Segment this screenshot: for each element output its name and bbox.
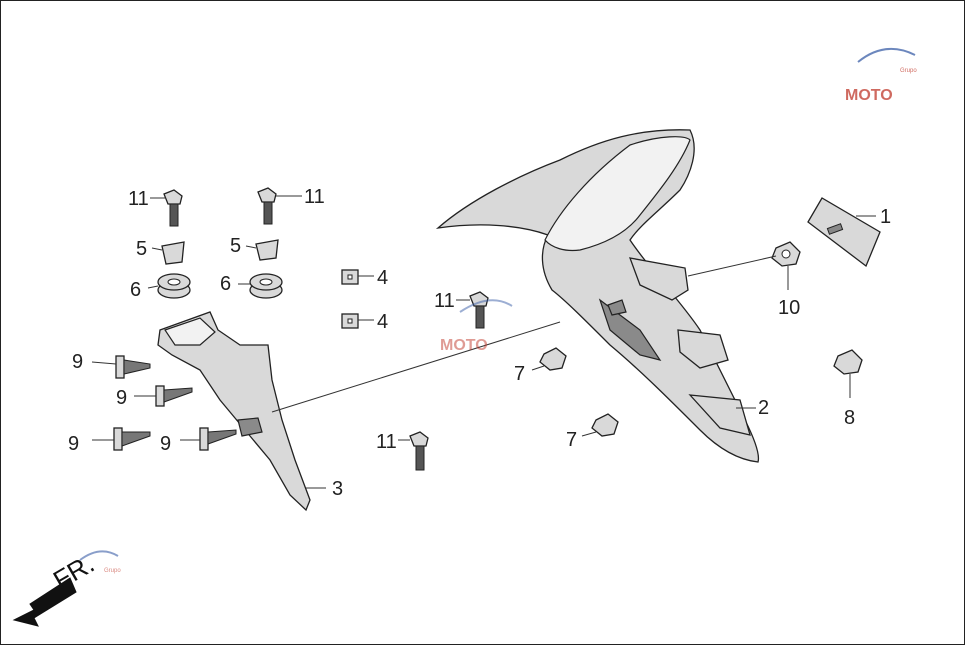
part-11-bolt-a	[163, 189, 183, 227]
callout-3: 3	[332, 478, 343, 500]
callout-4-a: 4	[377, 267, 388, 289]
part-8-nut	[833, 349, 863, 375]
part-6-grommet-b	[249, 273, 283, 299]
part-9-screw-a	[115, 355, 151, 379]
part-11-bolt-d	[409, 431, 429, 471]
callout-9-c: 9	[68, 433, 79, 455]
part-6-grommet-a	[157, 273, 191, 299]
front-direction-indicator: FR.	[12, 548, 99, 627]
part-3-inner-panel	[157, 311, 311, 512]
callout-10: 10	[778, 297, 800, 319]
callout-2: 2	[758, 397, 769, 419]
assembly-line-3-to-2	[271, 321, 561, 413]
part-5-collar-a	[161, 241, 185, 265]
watermark-sub: Grupo	[900, 68, 917, 74]
part-5-collar-b	[255, 239, 279, 261]
assembly-line-2-to-10	[687, 255, 777, 277]
watermark-text: MOTO	[845, 87, 893, 104]
callout-11-b: 11	[304, 186, 325, 208]
part-9-screw-d	[199, 427, 237, 451]
front-arrow-icon	[12, 577, 77, 627]
callout-8: 8	[844, 407, 855, 429]
callout-9-d: 9	[160, 433, 171, 455]
part-9-screw-b	[155, 385, 193, 407]
watermark-logo-bottom: Grupo	[79, 550, 121, 574]
callout-7-b: 7	[566, 429, 577, 451]
part-7-nut-b	[591, 413, 619, 437]
callout-5-a: 5	[136, 238, 147, 260]
part-9-screw-c	[113, 427, 151, 451]
callout-11-a: 11	[128, 188, 149, 210]
callout-6-b: 6	[220, 273, 231, 295]
callout-7-a: 7	[514, 363, 525, 385]
part-1-rubber-pad	[807, 197, 881, 268]
part-11-bolt-c	[469, 291, 489, 329]
part-11-bolt-b	[257, 187, 277, 225]
callout-6-a: 6	[130, 279, 141, 301]
callout-11-c: 11	[434, 290, 455, 312]
callout-9-b: 9	[116, 387, 127, 409]
callout-9-a: 9	[72, 351, 83, 373]
callout-4-b: 4	[377, 311, 388, 333]
watermark-logo-center: MOTO	[440, 299, 513, 354]
callout-5-b: 5	[230, 235, 241, 257]
part-2-side-fairing	[435, 129, 760, 463]
part-10-flange-nut	[771, 241, 801, 267]
svg-text:MOTO: MOTO	[440, 337, 488, 354]
watermark-logo-top: MOTO Grupo	[845, 47, 917, 104]
callout-1: 1	[880, 206, 891, 228]
part-7-nut-a	[539, 347, 567, 371]
part-4-clip-a	[341, 269, 359, 285]
callout-11-d: 11	[376, 431, 397, 453]
svg-text:Grupo: Grupo	[104, 568, 121, 574]
part-4-clip-b	[341, 313, 359, 329]
